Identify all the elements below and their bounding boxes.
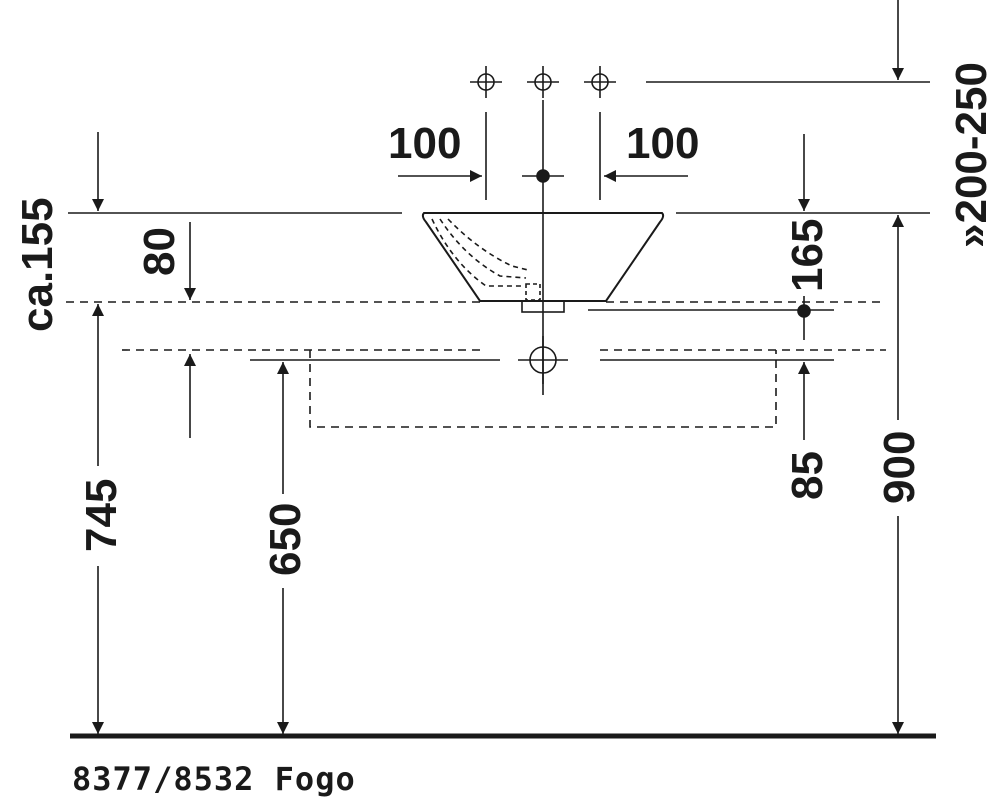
dim-overall-height: ca.155 bbox=[13, 197, 62, 332]
dim-drain-offset: 85 bbox=[783, 451, 832, 500]
product-caption: 8377/8532 Fogo bbox=[72, 760, 356, 798]
basin-inner-hidden bbox=[431, 218, 522, 287]
tap-hole-symbol bbox=[527, 66, 559, 98]
dim-rim-offset: 80 bbox=[135, 227, 184, 276]
waste-valve bbox=[521, 300, 565, 313]
tap-centre-dot bbox=[536, 169, 550, 183]
dim-spacing-left: 100 bbox=[388, 119, 461, 168]
vanity-cabinet-hidden bbox=[309, 350, 777, 428]
dim-bowl-height: 165 bbox=[783, 219, 832, 292]
dim-tap-elevation: 900 bbox=[875, 431, 924, 504]
dim-spacing-right: 100 bbox=[626, 119, 699, 168]
drain-symbol bbox=[518, 336, 568, 384]
dim-counter-height: 745 bbox=[77, 479, 126, 552]
dim-tap-height: »200-250 bbox=[947, 62, 996, 248]
dim-cabinet-height: 650 bbox=[261, 503, 310, 576]
basin-bowl bbox=[421, 212, 665, 302]
tap-hole-symbol bbox=[470, 66, 502, 98]
tap-hole-symbol bbox=[584, 66, 616, 98]
